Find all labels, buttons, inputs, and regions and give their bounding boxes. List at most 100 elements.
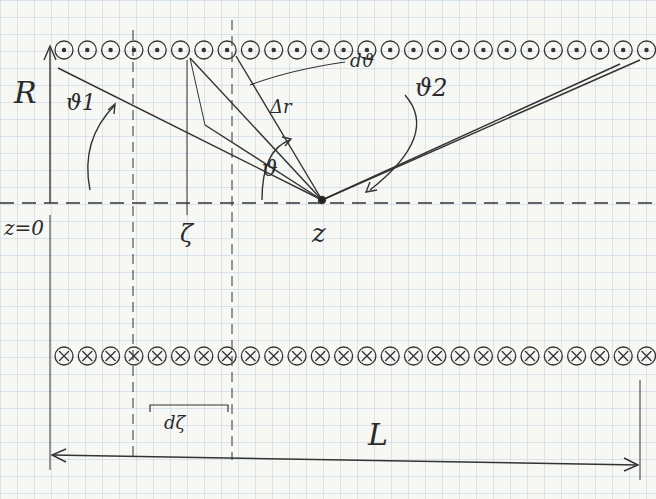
dot-mark <box>435 48 438 51</box>
math-label: R <box>14 78 37 108</box>
cross-mark <box>82 351 92 361</box>
math-label: dζ <box>164 414 185 432</box>
wire-out <box>218 41 236 59</box>
label-text: dϑ <box>350 50 374 71</box>
wire-in <box>78 347 96 365</box>
dot-mark <box>552 48 555 51</box>
angle-arc <box>88 105 115 190</box>
cross-mark <box>152 351 162 361</box>
wire-in <box>474 347 492 365</box>
wire-in <box>591 347 609 365</box>
label-text: ϑ <box>262 156 278 181</box>
math-label: ϑ2 <box>415 76 447 100</box>
label-text: z <box>312 218 326 248</box>
wire-in <box>381 347 399 365</box>
arrow-head <box>282 137 291 146</box>
cross-mark <box>199 351 209 361</box>
label-text: ϑ2 <box>415 74 447 102</box>
dot-mark <box>109 48 112 51</box>
wire-out <box>591 41 609 59</box>
wire-out <box>335 41 353 59</box>
wire-out <box>195 41 213 59</box>
wire-in <box>358 347 376 365</box>
dot-mark <box>249 48 252 51</box>
wire-in <box>568 347 586 365</box>
wire-out <box>265 41 283 59</box>
dot-mark <box>528 48 531 51</box>
wire-in <box>265 347 283 365</box>
angle-arc <box>370 95 417 190</box>
cross-mark <box>548 351 558 361</box>
dot-mark <box>412 48 415 51</box>
wire-out <box>55 41 73 59</box>
dot-mark <box>272 48 275 51</box>
arrow-head <box>44 46 56 60</box>
leader-line <box>250 62 345 85</box>
math-label: ϑ <box>262 158 278 180</box>
arrow-head <box>52 449 66 462</box>
dot-mark <box>505 48 508 51</box>
wire-out <box>125 41 143 59</box>
ray <box>322 64 620 200</box>
dot-mark <box>202 48 205 51</box>
cross-mark <box>409 351 419 361</box>
dot-mark <box>62 48 65 51</box>
wire-out <box>148 41 166 59</box>
wire-in <box>498 347 516 365</box>
axis-line <box>0 202 656 203</box>
wire-out <box>638 41 656 59</box>
ray <box>322 60 640 200</box>
dot-mark <box>295 48 298 51</box>
dot-mark <box>179 48 182 51</box>
wire-in <box>55 347 73 365</box>
cross-mark <box>176 351 186 361</box>
wire-in <box>544 347 562 365</box>
wire-in <box>335 347 353 365</box>
wire-in <box>614 347 632 365</box>
dot-mark <box>482 48 485 51</box>
cross-mark <box>455 351 465 361</box>
cross-mark <box>642 351 652 361</box>
wire-in <box>311 347 329 365</box>
dot-mark <box>226 48 229 51</box>
label-text: dζ <box>164 412 185 433</box>
math-label: dϑ <box>350 52 374 70</box>
label-text: Δr <box>270 96 292 117</box>
wire-out <box>498 41 516 59</box>
wire-out <box>288 41 306 59</box>
ray <box>205 125 322 200</box>
arrow-head <box>108 104 115 114</box>
cross-mark <box>572 351 582 361</box>
zeta-line <box>187 60 188 215</box>
wire-out <box>172 41 190 59</box>
dot-mark <box>645 48 648 51</box>
dot-mark <box>342 48 345 51</box>
bracket <box>150 405 228 412</box>
wire-in <box>102 347 120 365</box>
wire-out <box>78 41 96 59</box>
wire-out <box>311 41 329 59</box>
wire-out <box>614 41 632 59</box>
dot-mark <box>86 48 89 51</box>
math-label: z=0 <box>4 218 44 238</box>
label-text: ζ <box>180 220 193 248</box>
arrow-head <box>366 182 377 192</box>
cross-mark <box>339 351 349 361</box>
radius-arrow <box>49 48 50 203</box>
wire-in <box>172 347 190 365</box>
cross-mark <box>222 351 232 361</box>
wire-in <box>125 347 143 365</box>
dot-mark <box>575 48 578 51</box>
dot-mark <box>459 48 462 51</box>
cross-mark <box>129 351 139 361</box>
dot-mark <box>622 48 625 51</box>
dim-line <box>50 215 51 470</box>
wire-out <box>568 41 586 59</box>
wire-in <box>218 347 236 365</box>
label-text: R <box>14 75 37 110</box>
cross-mark <box>292 351 302 361</box>
length-arrow <box>52 455 638 465</box>
cross-mark <box>362 351 372 361</box>
